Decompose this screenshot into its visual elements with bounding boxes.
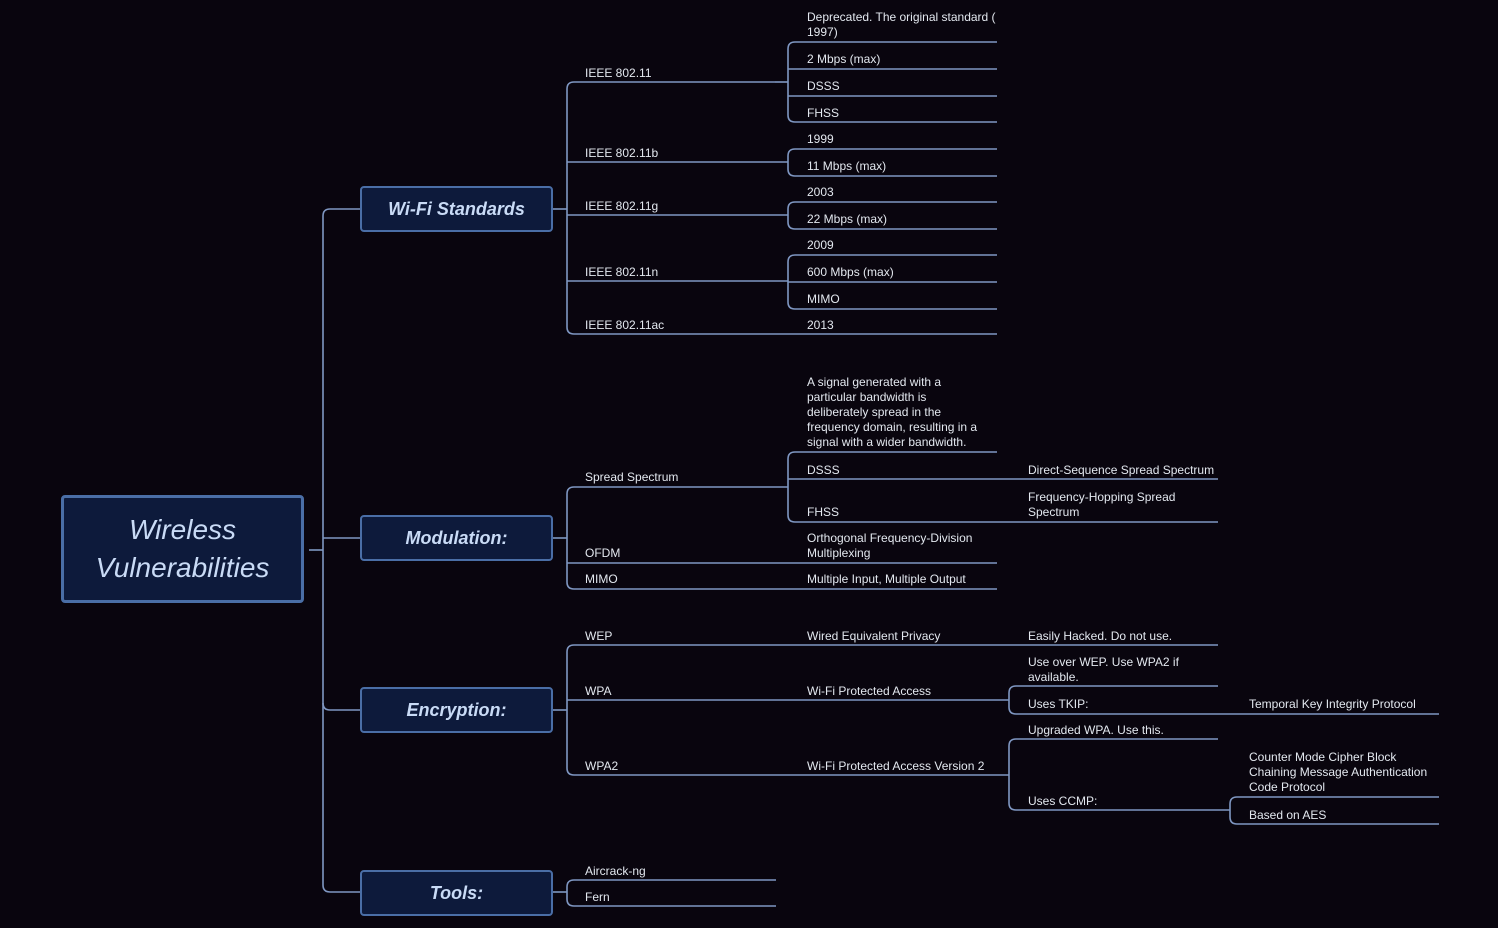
spread-spectrum-node[interactable]: Spread Spectrum <box>585 470 679 484</box>
ieee-80211b-year[interactable]: 1999 <box>807 132 834 146</box>
wpa-node[interactable]: WPA <box>585 684 612 698</box>
wep-full-name[interactable]: Wired Equivalent Privacy <box>807 629 941 643</box>
fhss-full-name[interactable]: Frequency-Hopping Spread Spectrum <box>1028 490 1176 519</box>
wpa2-note[interactable]: Upgraded WPA. Use this. <box>1028 723 1164 737</box>
tool-fern[interactable]: Fern <box>585 890 610 904</box>
dsss-node[interactable]: DSSS <box>807 463 840 477</box>
wpa-full-name[interactable]: Wi-Fi Protected Access <box>807 684 932 698</box>
ieee-80211ac-node[interactable]: IEEE 802.11ac <box>585 318 665 332</box>
ieee-80211-node[interactable]: IEEE 802.11 <box>585 66 652 80</box>
ieee-80211-fhss[interactable]: FHSS <box>807 106 840 120</box>
root-title-line2: Vulnerabilities <box>95 552 270 583</box>
tkip-full-name[interactable]: Temporal Key Integrity Protocol <box>1249 697 1416 711</box>
ieee-80211n-speed[interactable]: 600 Mbps (max) <box>807 265 894 279</box>
ieee-80211g-node[interactable]: IEEE 802.11g <box>585 199 659 213</box>
ccmp-full-name[interactable]: Counter Mode Cipher Block Chaining Messa… <box>1249 750 1428 794</box>
ieee-80211n-node[interactable]: IEEE 802.11n <box>585 265 659 279</box>
ofdm-node[interactable]: OFDM <box>585 546 621 560</box>
ofdm-full-name[interactable]: Orthogonal Frequency-Division Multiplexi… <box>807 531 973 560</box>
modulation-node[interactable]: Modulation: <box>360 515 553 561</box>
tool-aircrack-ng[interactable]: Aircrack-ng <box>585 864 646 878</box>
wpa2-node[interactable]: WPA2 <box>585 759 619 773</box>
ieee-80211b-node[interactable]: IEEE 802.11b <box>585 146 659 160</box>
tools-node[interactable]: Tools: <box>360 870 553 916</box>
wifi-standards-node[interactable]: Wi-Fi Standards <box>360 186 553 232</box>
ieee-80211g-speed[interactable]: 22 Mbps (max) <box>807 212 888 226</box>
ieee-80211b-speed[interactable]: 11 Mbps (max) <box>807 159 887 173</box>
ieee-80211-deprecated[interactable]: Deprecated. The original standard ( 1997… <box>807 10 996 39</box>
wep-node[interactable]: WEP <box>585 629 613 643</box>
ieee-80211ac-year[interactable]: 2013 <box>807 318 834 332</box>
mimo-full-name[interactable]: Multiple Input, Multiple Output <box>807 572 966 586</box>
ccmp-based-on-aes[interactable]: Based on AES <box>1249 808 1327 822</box>
root-node[interactable]: Wireless Vulnerabilities <box>61 495 304 603</box>
encryption-node[interactable]: Encryption: <box>360 687 553 733</box>
wpa-tkip-node[interactable]: Uses TKIP: <box>1028 697 1089 711</box>
ieee-80211g-year[interactable]: 2003 <box>807 185 834 199</box>
wep-note[interactable]: Easily Hacked. Do not use. <box>1028 629 1173 643</box>
dsss-full-name[interactable]: Direct-Sequence Spread Spectrum <box>1028 463 1215 477</box>
ieee-80211n-mimo[interactable]: MIMO <box>807 292 840 306</box>
wpa2-ccmp-node[interactable]: Uses CCMP: <box>1028 794 1098 808</box>
wpa-note[interactable]: Use over WEP. Use WPA2 if available. <box>1028 655 1179 684</box>
wpa2-full-name[interactable]: Wi-Fi Protected Access Version 2 <box>807 759 985 773</box>
fhss-node[interactable]: FHSS <box>807 505 840 519</box>
ieee-80211-speed[interactable]: 2 Mbps (max) <box>807 52 881 66</box>
ieee-80211n-year[interactable]: 2009 <box>807 238 834 252</box>
mimo-node[interactable]: MIMO <box>585 572 618 586</box>
root-title-line1: Wireless <box>128 514 237 545</box>
spread-spectrum-description[interactable]: A signal generated with a particular ban… <box>807 375 978 449</box>
ieee-80211-dsss[interactable]: DSSS <box>807 79 840 93</box>
